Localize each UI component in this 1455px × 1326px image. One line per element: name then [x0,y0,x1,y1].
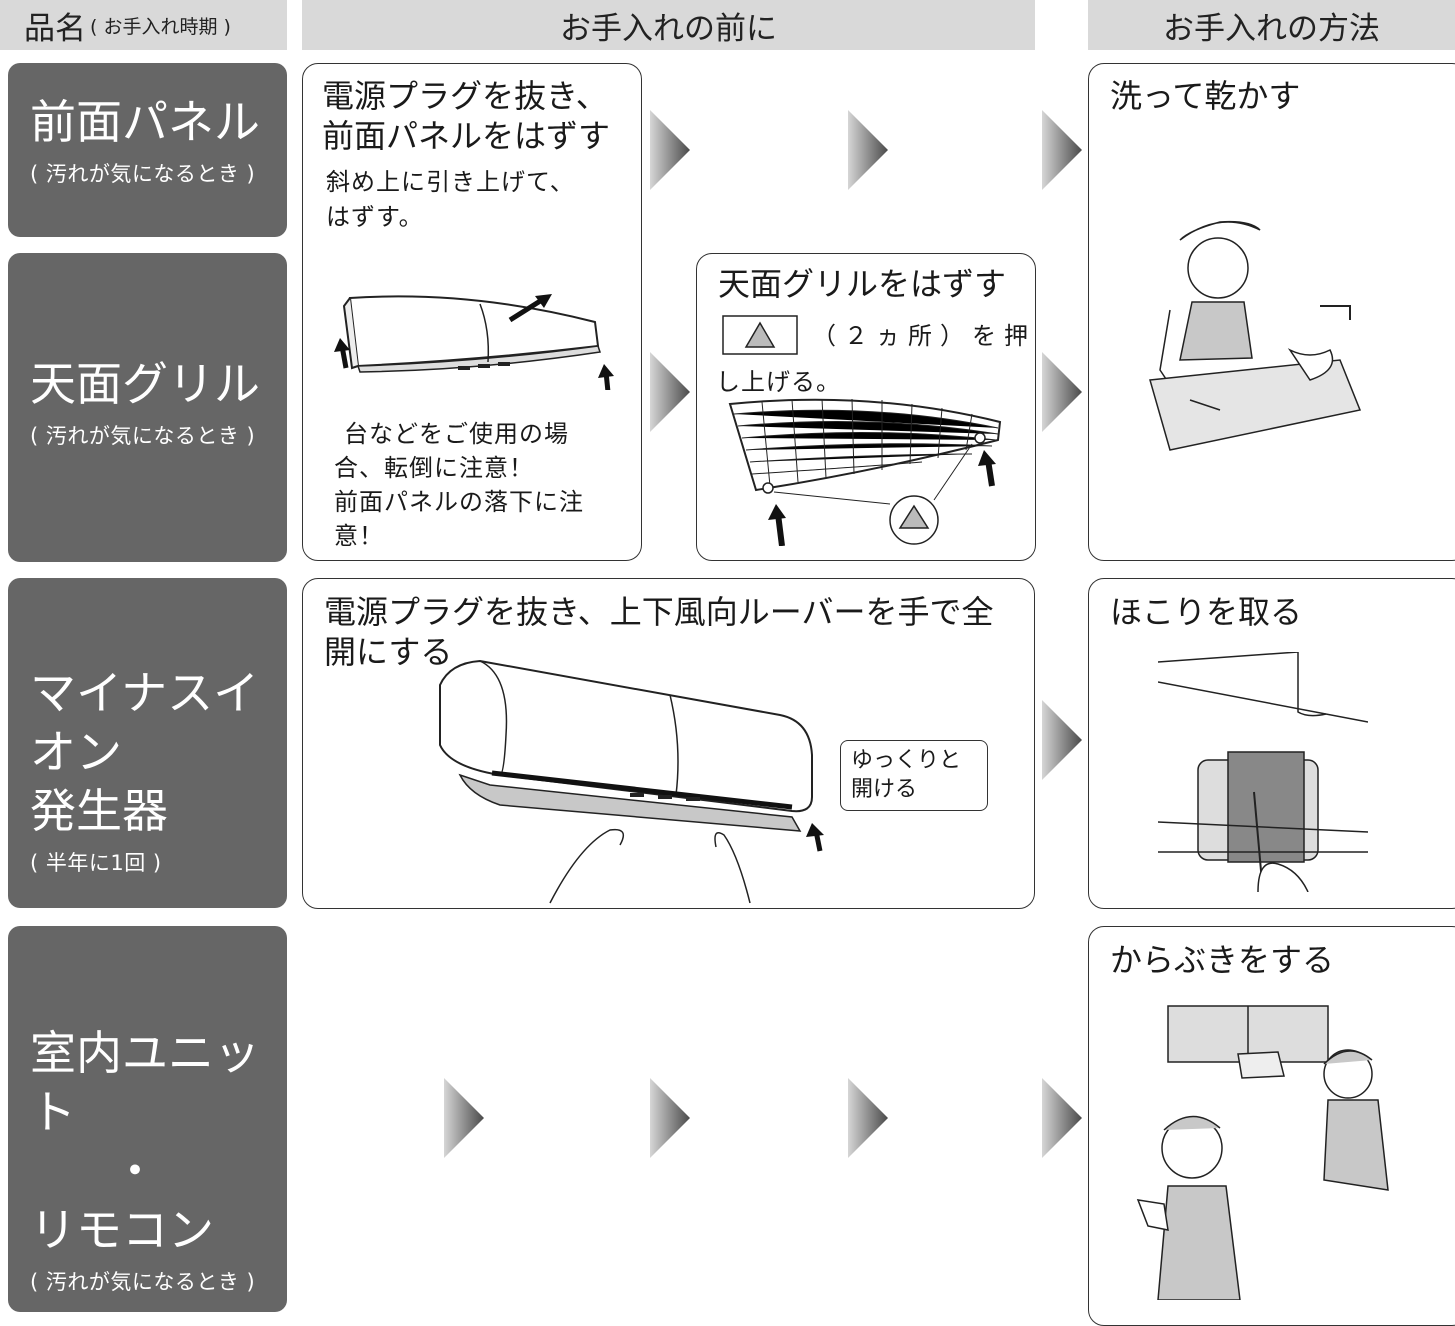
panel-caution-line2: 合、転倒に注意！ [334,454,534,482]
item-name: 前面パネル [30,95,260,149]
panel-caution-line1: 台などをご使用の場 [344,420,569,448]
arrow-icon [848,110,888,190]
item-name-dot: ・ [112,1143,158,1198]
arrow-icon [1042,352,1082,432]
item-indoor-unit-remote: 室内ユニット ・ リモコン ( 汚れが気になるとき ) [8,926,287,1312]
panel-caution-line3: 前面パネルの落下に注 [334,488,584,516]
item-name-line1: マイナスイオン [30,666,260,779]
arrow-icon [1042,110,1082,190]
triangle-marker-icon [722,315,798,355]
item-period: ( 汚れが気になるとき ) [30,161,256,186]
item-name-line2: 発生器 [30,783,168,838]
ion-title-line2: 開にする [324,633,453,671]
arrow-icon [650,352,690,432]
item-period: ( 汚れが気になるとき ) [30,1269,256,1294]
dust-removal-illustration [1158,652,1368,892]
grill-desc-line2: し上げる。 [716,368,841,396]
method-dust-title: ほこりを取る [1110,593,1303,631]
top-grill-illustration [728,398,1002,546]
header-method: お手入れの方法 [1088,0,1455,50]
method-wash-title: 洗って乾かす [1110,77,1301,115]
grill-title: 天面グリルをはずす [718,265,1007,303]
panel-title-line1: 電源プラグを抜き、 [322,77,608,115]
arrow-icon [848,1078,888,1158]
arrow-icon [650,1078,690,1158]
open-slowly-note: ゆっくりと 開ける [840,740,988,812]
panel-desc-line1: 斜め上に引き上げて、 [326,168,575,196]
arrow-icon [444,1078,484,1158]
item-period: ( 半年に1回 ) [30,850,162,875]
header-item: 品名 ( お手入れ時期 ) [0,0,287,50]
item-front-panel: 前面パネル ( 汚れが気になるとき ) [8,63,287,237]
washing-woman-illustration [1149,220,1362,451]
indoor-unit-open-louver-illustration [439,659,824,904]
item-ion-generator: マイナスイオン 発生器 ( 半年に1回 ) [8,578,287,908]
method-wipe-title: からぶきをする [1110,941,1335,979]
note-line2: 開ける [851,776,918,802]
item-name-line1: 室内ユニット [30,1026,260,1139]
front-panel-illustration [334,294,614,390]
panel-caution-line4: 意！ [334,522,384,550]
item-name-line2: リモコン [30,1202,214,1257]
ion-title-line1: 電源プラグを抜き、上下風向ルーバーを手で全 [324,593,994,631]
header-before: お手入れの前に [302,0,1035,50]
item-period: ( 汚れが気になるとき ) [30,423,256,448]
arrow-icon [650,110,690,190]
panel-title-line2: 前面パネルをはずす [322,117,611,155]
wiping-women-illustration [1136,1005,1389,1300]
arrow-icon [1042,700,1082,780]
header-item-period: ( お手入れ時期 ) [90,15,231,38]
card-wash-and-dry [1088,63,1455,561]
item-top-grill: 天面グリル ( 汚れが気になるとき ) [8,253,287,562]
grill-desc-line1: （２ヵ所）を押 [812,322,1036,350]
header-item-label: 品名 [24,10,86,47]
panel-desc-line2: はずす。 [326,203,424,231]
note-line1: ゆっくりと [851,748,962,773]
item-name: 天面グリル [30,357,260,411]
arrow-icon [1042,1078,1082,1158]
